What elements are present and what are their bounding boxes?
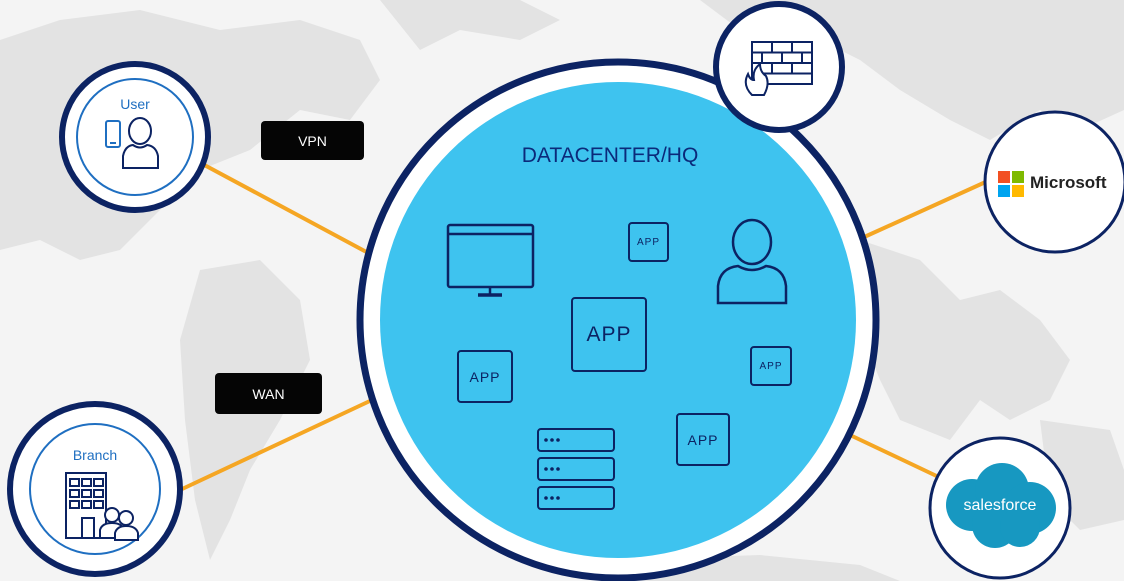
building-icon bbox=[65, 472, 107, 539]
datacenter-circle bbox=[356, 58, 880, 581]
vpn-tag: VPN bbox=[261, 121, 364, 160]
connector-user bbox=[193, 158, 374, 257]
datacenter-title: DATACENTER/HQ bbox=[521, 144, 699, 167]
server-rack-icon bbox=[537, 428, 615, 510]
salesforce-cloud-icon bbox=[946, 463, 1056, 548]
app-box-bottom-right: APP bbox=[676, 413, 730, 466]
monitor-icon bbox=[446, 223, 535, 297]
user-node bbox=[59, 61, 211, 213]
app-box-large: APP bbox=[571, 297, 647, 372]
microsoft-logo-icon bbox=[998, 171, 1024, 197]
connector-microsoft bbox=[860, 178, 992, 240]
connector-salesforce bbox=[848, 433, 947, 482]
branch-node bbox=[7, 401, 183, 577]
branch-label: Branch bbox=[72, 447, 118, 463]
connector-branch bbox=[178, 398, 374, 492]
connectors bbox=[178, 158, 992, 492]
salesforce-label: salesforce bbox=[963, 497, 1037, 514]
phone-icon bbox=[105, 120, 121, 148]
user-label: User bbox=[120, 96, 150, 112]
app-box-right-small: APP bbox=[750, 346, 792, 386]
people-icon bbox=[99, 507, 139, 541]
firewall-node bbox=[713, 1, 845, 133]
user-person-icon bbox=[122, 117, 159, 169]
microsoft-label: Microsoft bbox=[1030, 173, 1107, 192]
app-box-small-top: APP bbox=[628, 222, 669, 262]
person-icon bbox=[716, 218, 788, 305]
salesforce-node bbox=[928, 436, 1072, 580]
firewall-icon bbox=[744, 41, 813, 96]
microsoft-node bbox=[983, 110, 1124, 254]
wan-tag: WAN bbox=[215, 373, 322, 414]
app-box-left: APP bbox=[457, 350, 513, 403]
